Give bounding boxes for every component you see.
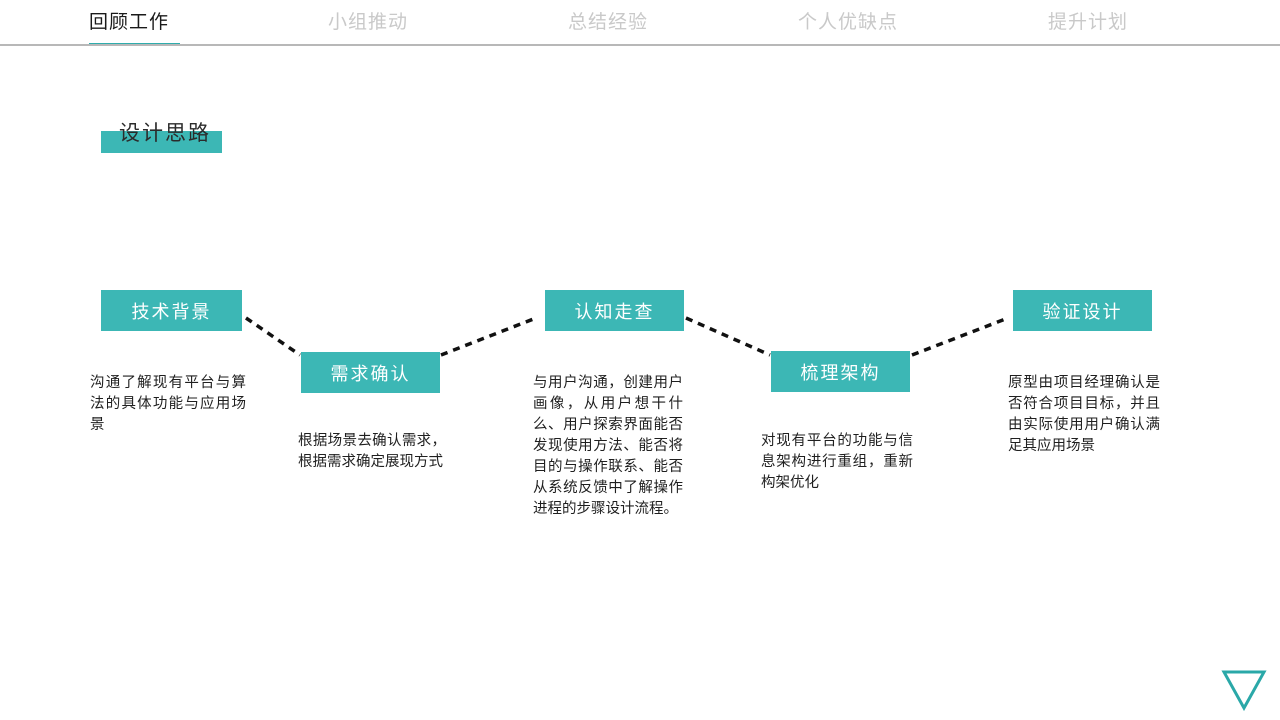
tab-label: 个人优缺点 xyxy=(798,11,899,33)
step-box-cognitive-walkthrough[interactable]: 认知走查 xyxy=(545,290,684,331)
step-description-structure-organization: 对现有平台的功能与信息架构进行重组，重新构架优化 xyxy=(761,433,913,491)
tab-label: 回顾工作 xyxy=(89,11,170,33)
tab-label: 提升计划 xyxy=(1048,11,1129,33)
triangle-down-icon xyxy=(1221,669,1267,712)
tab-review-work[interactable]: 回顾工作 xyxy=(89,8,169,36)
step-box-label: 验证设计 xyxy=(1042,301,1123,323)
connector-2-3 xyxy=(440,316,537,357)
connector-4-5 xyxy=(911,316,1009,357)
step-box-label: 梳理架构 xyxy=(800,362,881,384)
section-title: 设计思路 xyxy=(101,118,261,160)
step-box-design-validation[interactable]: 验证设计 xyxy=(1013,290,1152,331)
section-title-highlight-bar xyxy=(101,131,222,153)
triangle-down-glyph xyxy=(1221,670,1267,712)
step-box-technical-background[interactable]: 技术背景 xyxy=(101,290,242,331)
step-box-label: 需求确认 xyxy=(330,363,411,385)
step-box-requirement-confirmation[interactable]: 需求确认 xyxy=(301,352,440,393)
step-box-structure-organization[interactable]: 梳理架构 xyxy=(771,351,910,392)
tab-bar-divider xyxy=(0,44,1280,46)
tab-label: 总结经验 xyxy=(568,11,649,33)
step-description-technical-background: 沟通了解现有平台与算法的具体功能与应用场景 xyxy=(90,375,246,433)
tab-label: 小组推动 xyxy=(328,11,409,33)
connector-1-2 xyxy=(245,316,301,357)
step-box-label: 认知走查 xyxy=(574,301,655,323)
tab-team-drive[interactable]: 小组推动 xyxy=(328,8,408,36)
tab-improvement-plan[interactable]: 提升计划 xyxy=(1048,8,1128,36)
step-description-cognitive-walkthrough: 与用户沟通，创建用户画像，从用户想干什么、用户探索界面能否发现使用方法、能否将目… xyxy=(533,375,683,517)
step-description-design-validation: 原型由项目经理确认是否符合项目目标，并且由实际使用用户确认满足其应用场景 xyxy=(1008,375,1160,454)
step-description-requirement-confirmation: 根据场景去确认需求，根据需求确定展现方式 xyxy=(298,433,446,470)
tab-personal-strengths-weaknesses[interactable]: 个人优缺点 xyxy=(798,8,898,36)
connector-3-4 xyxy=(685,316,771,357)
top-tab-bar: 回顾工作 小组推动 总结经验 个人优缺点 提升计划 xyxy=(0,0,1280,46)
section-title-label: 设计思路 xyxy=(119,121,211,145)
step-box-label: 技术背景 xyxy=(131,301,212,323)
tab-summarize-experience[interactable]: 总结经验 xyxy=(568,8,648,36)
